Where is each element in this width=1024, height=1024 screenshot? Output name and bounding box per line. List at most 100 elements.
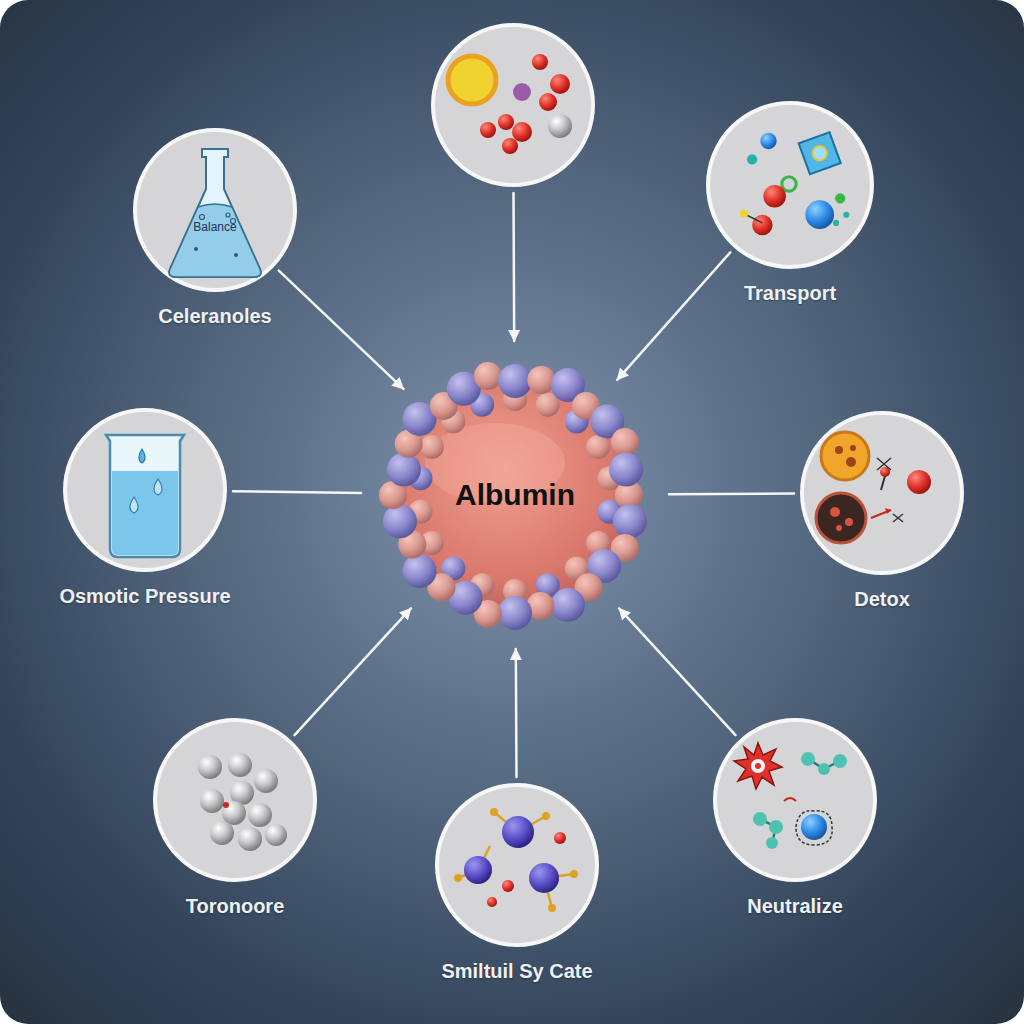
molecule-label: Albumin bbox=[455, 478, 575, 513]
icon-dot bbox=[850, 445, 856, 451]
icon-dot bbox=[830, 507, 840, 517]
icon-dot bbox=[752, 215, 772, 235]
icon-dot bbox=[512, 122, 532, 142]
function-icon bbox=[799, 410, 965, 576]
function-icon bbox=[430, 22, 596, 188]
icon-dot bbox=[198, 755, 222, 779]
icon-dot bbox=[539, 93, 557, 111]
function-circle: Transport bbox=[705, 100, 875, 270]
function-icon bbox=[62, 407, 228, 573]
function-circle: Detox bbox=[799, 410, 965, 576]
icon-dot bbox=[753, 812, 767, 826]
icon-dot bbox=[833, 754, 847, 768]
icon-dot bbox=[548, 114, 572, 138]
icon-dot bbox=[228, 753, 252, 777]
icon-dot bbox=[498, 114, 514, 130]
icon-dot bbox=[395, 375, 635, 615]
icon-dot bbox=[845, 518, 853, 526]
icon-dot bbox=[135, 130, 295, 290]
icon-dot bbox=[387, 453, 421, 487]
icon-part bbox=[885, 508, 891, 514]
icon-dot bbox=[474, 362, 502, 390]
icon-dot bbox=[155, 720, 315, 880]
icon-dot bbox=[210, 821, 234, 845]
icon-part bbox=[881, 476, 885, 490]
icon-dot bbox=[454, 874, 462, 882]
icon-dot bbox=[740, 210, 748, 218]
icon-dot bbox=[254, 769, 278, 793]
icon-dot bbox=[527, 366, 555, 394]
icon-part bbox=[112, 471, 178, 555]
function-label: Detox bbox=[854, 588, 910, 611]
icon-dot bbox=[801, 814, 827, 840]
icon-dot bbox=[586, 435, 610, 459]
icon-part bbox=[154, 479, 162, 495]
icon-dot bbox=[813, 146, 827, 160]
icon-dot bbox=[502, 880, 514, 892]
function-label: Celeranoles bbox=[158, 305, 271, 328]
icon-dot bbox=[194, 247, 198, 251]
icon-dot bbox=[816, 493, 866, 543]
icon-dot bbox=[554, 832, 566, 844]
icon-dot bbox=[498, 364, 532, 398]
icon-dot bbox=[265, 824, 287, 846]
icon-dot bbox=[609, 453, 643, 487]
icon-dot bbox=[760, 133, 776, 149]
icon-dot bbox=[835, 446, 843, 454]
function-icon bbox=[705, 100, 875, 270]
connector-arrow bbox=[512, 193, 515, 341]
icon-dot bbox=[65, 410, 225, 570]
icon-dot bbox=[433, 25, 593, 185]
icon-dot bbox=[420, 435, 444, 459]
icon-dot bbox=[464, 856, 492, 884]
function-circle bbox=[430, 22, 596, 188]
icon-dot bbox=[226, 213, 230, 217]
icon-dot bbox=[548, 904, 556, 912]
function-circle: Neutralize bbox=[712, 717, 878, 883]
icon-dot bbox=[502, 138, 518, 154]
icon-dot bbox=[238, 827, 262, 851]
icon-dot bbox=[843, 212, 849, 218]
icon-part bbox=[130, 497, 138, 513]
icon-dot bbox=[200, 215, 205, 220]
connector-arrow bbox=[233, 491, 361, 493]
icon-dot bbox=[480, 122, 496, 138]
albumin-molecule: Albumin bbox=[365, 345, 665, 645]
icon-dot bbox=[529, 863, 559, 893]
icon-dot bbox=[532, 54, 548, 70]
icon-dot bbox=[570, 870, 578, 878]
icon-part bbox=[784, 798, 796, 801]
connector-arrow bbox=[515, 649, 518, 777]
icon-dot bbox=[611, 428, 639, 456]
function-icon bbox=[152, 717, 318, 883]
icon-dot bbox=[907, 470, 931, 494]
icon-dot bbox=[805, 200, 834, 229]
icon-part bbox=[799, 132, 841, 174]
icon-dot bbox=[802, 413, 962, 573]
icon-part bbox=[893, 514, 903, 522]
icon-part bbox=[169, 149, 261, 277]
icon-dot bbox=[769, 820, 783, 834]
icon-dot bbox=[708, 103, 872, 267]
icon-dot bbox=[818, 763, 830, 775]
icon-dot bbox=[448, 56, 496, 104]
connector-arrow bbox=[619, 608, 735, 735]
icon-part bbox=[877, 458, 891, 470]
function-circle: Toronoore bbox=[152, 717, 318, 883]
function-label: Smiltuil Sy Cate bbox=[441, 960, 592, 983]
icon-part bbox=[734, 743, 782, 789]
function-circle: Smiltuil Sy Cate bbox=[434, 782, 600, 948]
icon-dot bbox=[835, 193, 845, 203]
function-icon bbox=[712, 717, 878, 883]
icon-dot bbox=[222, 801, 246, 825]
icon-dot bbox=[821, 432, 869, 480]
icon-part bbox=[796, 811, 832, 845]
icon-dot bbox=[747, 154, 757, 164]
function-label: Toronoore bbox=[186, 895, 285, 918]
icon-dot bbox=[763, 185, 786, 208]
icon-part bbox=[106, 435, 184, 557]
icon-part bbox=[139, 449, 145, 463]
icon-dot bbox=[234, 253, 238, 257]
icon-dot bbox=[223, 802, 229, 808]
